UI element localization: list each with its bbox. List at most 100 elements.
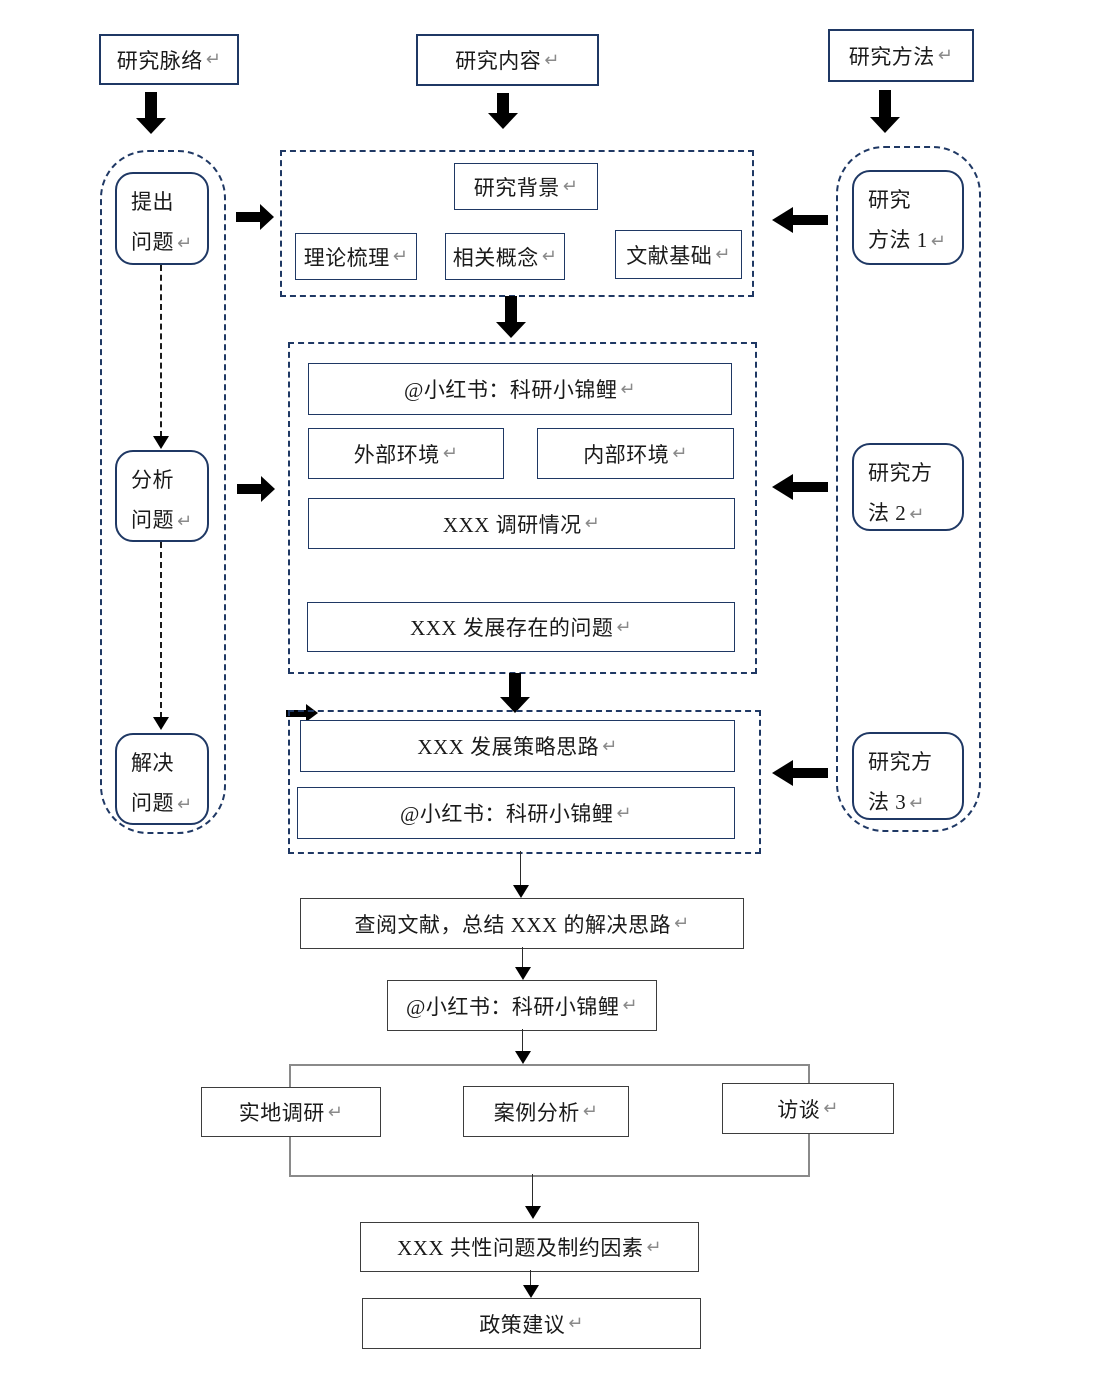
arrow-head	[513, 885, 529, 898]
box-survey-situation: XXX 调研情况↵	[308, 498, 735, 549]
box-interview: 访谈↵	[722, 1083, 894, 1134]
box-research-thread: 研究脉络↵	[99, 34, 239, 85]
arrow-head	[523, 1285, 539, 1298]
box-case-analysis: 案例分析↵	[463, 1086, 629, 1137]
method-box-2: 研究方 法 2↵	[852, 443, 964, 531]
arrow-step2-to-stage2	[237, 476, 275, 502]
arrow-method-down	[870, 90, 900, 133]
arrow-methods-to-common	[532, 1174, 533, 1208]
box-label: XXX 发展策略思路	[417, 735, 600, 759]
dashed-arrow-raise-to-analyze	[160, 265, 162, 437]
arrow-stage1-to-stage2	[496, 296, 526, 338]
box-label: 案例分析	[493, 1100, 580, 1125]
paragraph-return-mark: ↵	[616, 802, 632, 824]
paragraph-return-mark: ↵	[616, 616, 632, 638]
paragraph-return-mark: ↵	[672, 443, 688, 464]
box-label: 政策建议	[479, 1312, 566, 1337]
step-box-solve-question: 解决 问题↵	[115, 733, 209, 825]
arrow-solve-to-stage3	[286, 704, 318, 722]
paragraph-return-mark: ↵	[177, 794, 193, 815]
arrow-method1-to-stage1	[772, 207, 828, 233]
paragraph-return-mark: ↵	[715, 244, 731, 265]
rail-research-steps	[100, 150, 226, 834]
box-label: 研究内容	[455, 49, 542, 73]
method-box-3: 研究方 法 3↵	[852, 732, 964, 820]
paragraph-return-mark: ↵	[568, 1313, 584, 1334]
paragraph-return-mark: ↵	[177, 233, 193, 254]
step-box-raise-question: 提出 问题↵	[115, 172, 209, 265]
box-label: @小红书：科研小锦鲤	[404, 378, 618, 402]
paragraph-return-mark: ↵	[562, 176, 579, 197]
box-label: XXX 调研情况	[442, 512, 582, 537]
paragraph-return-mark: ↵	[582, 1101, 599, 1122]
paragraph-return-mark: ↵	[646, 1236, 662, 1258]
box-related-concepts: 相关概念↵	[445, 233, 565, 280]
paragraph-return-mark: ↵	[673, 913, 690, 934]
box-theory-review: 理论梳理↵	[295, 233, 417, 280]
box-research-content: 研究内容↵	[416, 34, 599, 86]
box-literature-summary: 查阅文献，总结 XXX 的解决思路↵	[300, 898, 744, 949]
arrow-stage3-down	[520, 851, 521, 887]
paragraph-return-mark: ↵	[544, 49, 560, 71]
method-label: 研究方 法 2	[868, 461, 933, 525]
arrow-credit3-to-methods	[522, 1029, 523, 1053]
rail-research-methods	[836, 146, 981, 832]
method-label: 研究方 法 3	[868, 750, 933, 814]
method-box-1: 研究 方法 1↵	[852, 170, 964, 265]
box-label: @小红书：科研小锦鲤	[400, 802, 614, 826]
paragraph-return-mark: ↵	[541, 246, 558, 267]
dashed-arrow-head	[153, 436, 169, 449]
box-label: XXX 发展存在的问题	[410, 616, 614, 640]
paragraph-return-mark: ↵	[602, 735, 618, 757]
box-label: @小红书：科研小锦鲤	[406, 994, 620, 1019]
step-box-analyze-question: 分析 问题↵	[115, 450, 209, 542]
paragraph-return-mark: ↵	[909, 504, 925, 525]
box-literature-basis: 文献基础↵	[615, 230, 742, 279]
box-label: 外部环境	[353, 442, 440, 467]
arrow-thread-down	[136, 92, 166, 134]
box-label: 文献基础	[626, 243, 713, 268]
box-policy-suggestions: 政策建议↵	[362, 1298, 701, 1349]
paragraph-return-mark: ↵	[622, 995, 638, 1016]
box-label: 实地调研	[238, 1101, 325, 1125]
method-label: 研究 方法 1	[868, 188, 928, 252]
paragraph-return-mark: ↵	[584, 513, 601, 534]
arrow-head	[515, 1051, 531, 1064]
paragraph-return-mark: ↵	[392, 246, 409, 267]
arrow-head	[525, 1206, 541, 1219]
dashed-arrow-head	[153, 717, 169, 730]
stage3-container	[288, 710, 761, 854]
arrow-method3-to-stage3	[772, 760, 828, 786]
paragraph-return-mark: ↵	[327, 1101, 344, 1123]
paragraph-return-mark: ↵	[177, 511, 193, 532]
box-research-background: 研究背景↵	[454, 163, 598, 210]
box-development-problems: XXX 发展存在的问题↵	[307, 602, 735, 652]
box-label: XXX 共性问题及制约因素	[397, 1236, 644, 1260]
box-external-environment: 外部环境↵	[308, 428, 504, 479]
paragraph-return-mark: ↵	[823, 1098, 839, 1119]
box-label: 访谈	[777, 1097, 821, 1122]
box-label: 理论梳理	[303, 245, 390, 270]
paragraph-return-mark: ↵	[937, 45, 954, 66]
box-label: 查阅文献，总结 XXX 的解决思路	[354, 912, 671, 937]
box-label: 相关概念	[452, 245, 539, 270]
paragraph-return-mark: ↵	[205, 49, 222, 70]
box-research-method: 研究方法↵	[828, 29, 974, 82]
box-credit-2: @小红书：科研小锦鲤↵	[297, 787, 735, 839]
paragraph-return-mark: ↵	[930, 231, 947, 252]
box-strategy-thinking: XXX 发展策略思路↵	[300, 720, 735, 772]
box-label: 研究方法	[848, 44, 935, 69]
paragraph-return-mark: ↵	[442, 443, 459, 464]
step-label: 解决 问题	[131, 751, 174, 815]
arrow-content-down	[488, 93, 518, 129]
paragraph-return-mark: ↵	[909, 793, 925, 814]
arrow-to-credit3	[522, 947, 523, 969]
box-credit-3: @小红书：科研小锦鲤↵	[387, 980, 657, 1031]
arrow-step1-to-stage1	[236, 204, 274, 230]
box-label: 研究背景	[473, 175, 560, 200]
dashed-arrow-analyze-to-solve	[160, 542, 162, 718]
paragraph-return-mark: ↵	[620, 378, 636, 400]
arrow-common-to-policy	[530, 1270, 531, 1287]
arrow-stage2-to-stage3	[500, 673, 530, 713]
